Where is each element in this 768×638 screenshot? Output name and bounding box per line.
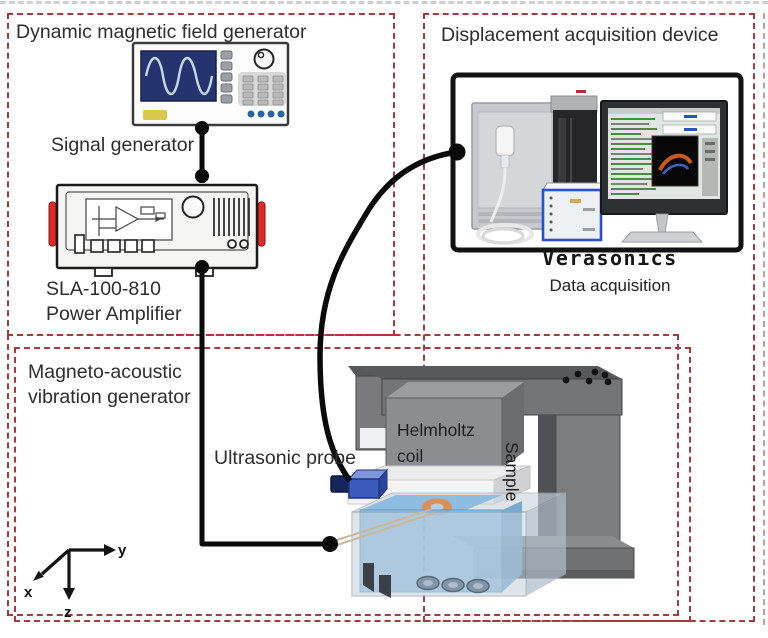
outer-cropped-border-top <box>0 1 768 4</box>
hydrophone-lines <box>333 508 435 547</box>
signal-generator-device <box>131 41 290 127</box>
monitor <box>600 100 728 243</box>
magneto-acoustic-box-outer <box>7 334 679 616</box>
verasonics-photo-box <box>450 72 744 253</box>
drive-cable-amplifier-to-coil <box>195 260 338 552</box>
probe-cable-to-verasonics <box>317 143 466 483</box>
screen-bmode-image <box>651 135 699 187</box>
outer-cropped-border-right <box>763 13 765 625</box>
left-handle <box>48 201 57 247</box>
ultrasound-probe-holstered <box>495 125 515 157</box>
screen-toolbar <box>702 138 718 196</box>
vent-grille <box>213 198 250 236</box>
gain-knob <box>181 195 205 219</box>
tank-ports <box>416 575 490 594</box>
rotary-dial <box>253 48 275 70</box>
screen-control-bars <box>662 111 717 135</box>
yoke-bolts <box>562 368 612 386</box>
ultrasonic-probe-device <box>330 468 389 500</box>
helmholtz-coil-block <box>385 382 524 469</box>
sine-wave-trace <box>144 56 214 96</box>
power-button <box>143 110 167 120</box>
tank-feet <box>363 563 391 598</box>
indicator-leds <box>247 110 285 118</box>
right-handle <box>257 201 266 247</box>
monitor-stand-base <box>620 231 704 243</box>
verasonics-panel <box>471 102 559 245</box>
water-tank <box>351 492 567 598</box>
tower-led <box>576 90 586 93</box>
front-switches <box>74 234 155 254</box>
probe-cable-coil <box>476 223 534 245</box>
signal-cable-generator-to-amplifier <box>195 121 209 183</box>
power-amplifier-device <box>48 183 266 277</box>
screen-code-lines <box>611 118 657 195</box>
function-buttons-column <box>220 50 233 104</box>
tank-glass-front <box>351 511 527 597</box>
coordinate-axes <box>33 544 116 600</box>
amplifier-schematic <box>85 198 173 241</box>
magneto-acoustic-apparatus <box>330 366 635 598</box>
daq-blue-box <box>541 182 606 242</box>
keypad <box>238 72 286 106</box>
output-connectors <box>227 239 249 249</box>
magneto-acoustic-box-inner <box>14 347 691 622</box>
